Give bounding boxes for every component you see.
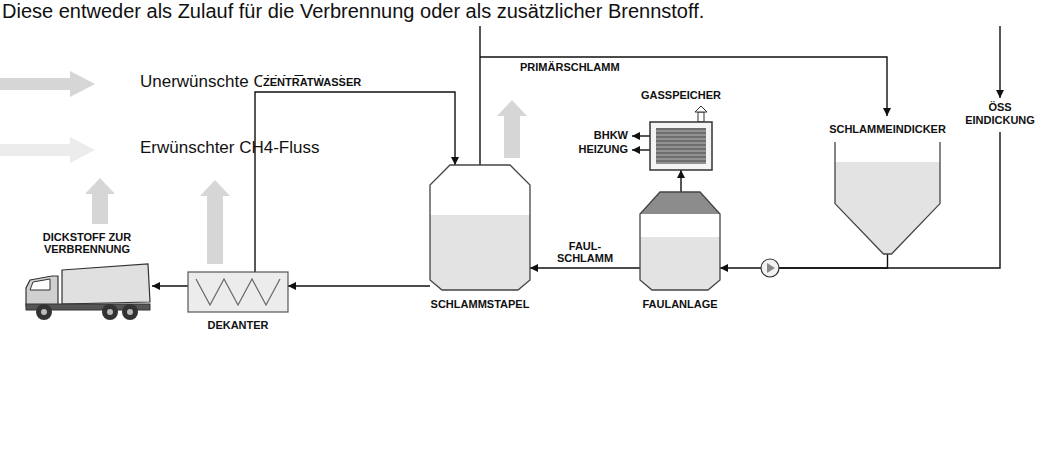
gas-holder-shape <box>650 122 712 170</box>
flow-connector <box>680 170 681 192</box>
edge-label: FAUL- SCHLAMM <box>552 240 618 265</box>
flow-label: BHKW <box>594 129 628 142</box>
truck-figure: DICKSTOFF ZUR VERBRENNUNG <box>22 262 152 320</box>
storage-tank-shape <box>430 165 530 290</box>
flow-label: ÖSS EINDICKUNG <box>960 101 1040 126</box>
flow-connector <box>288 285 430 286</box>
flow-label: PRIMÄRSCHLAMM <box>520 61 620 74</box>
digester-tank-shape <box>640 192 720 290</box>
digester-tank: FAULANLAGE <box>640 192 720 290</box>
pump-symbol <box>767 263 775 273</box>
oess-line <box>779 132 1000 268</box>
emission-arrow <box>200 180 230 264</box>
edge-label: ZENTRATWASSER <box>262 76 362 89</box>
emission-arrow <box>85 178 115 224</box>
decanter-box: DEKANTER <box>188 272 288 312</box>
pump-symbol <box>761 259 779 277</box>
thickener-tank-shape <box>835 142 940 254</box>
thickener-tank: SCHLAMMEINDICKER <box>835 142 940 254</box>
legend-arrow <box>0 137 95 163</box>
truck-figure-shape <box>22 262 152 320</box>
legend-arrow <box>0 71 95 97</box>
node-label: SCHLAMMSTAPEL <box>431 298 530 311</box>
heating-arrow <box>632 149 650 150</box>
node-label: GASSPEICHER <box>641 89 721 102</box>
legend-entry: Erwünschter CH4-Fluss <box>0 136 420 164</box>
legend-swatch <box>0 136 96 164</box>
gas-holder: GASSPEICHER <box>650 122 712 170</box>
oess-line <box>999 26 1000 98</box>
node-label: FAULANLAGE <box>642 298 717 311</box>
flow-label: HEIZUNG <box>579 143 629 156</box>
bhkw-arrow <box>632 135 650 136</box>
heading-text: Diese entweder als Zulauf für die Verbre… <box>2 0 704 23</box>
node-label: DICKSTOFF ZUR VERBRENNUNG <box>37 231 137 256</box>
node-label: SCHLAMMEINDICKER <box>829 123 946 136</box>
node-label: DEKANTER <box>207 319 268 332</box>
storage-tank: SCHLAMMSTAPEL <box>430 165 530 290</box>
primary-sludge-line <box>480 57 887 116</box>
emission-arrow <box>497 100 527 158</box>
flow-connector <box>530 267 640 268</box>
legend-text: Erwünschter CH4-Fluss <box>140 138 320 158</box>
flow-connector <box>152 285 188 286</box>
return-line <box>479 26 480 165</box>
decanter-box-shape <box>188 272 288 312</box>
flow-connector <box>255 92 455 272</box>
legend-swatch <box>0 70 96 98</box>
flow-connector <box>720 254 888 268</box>
